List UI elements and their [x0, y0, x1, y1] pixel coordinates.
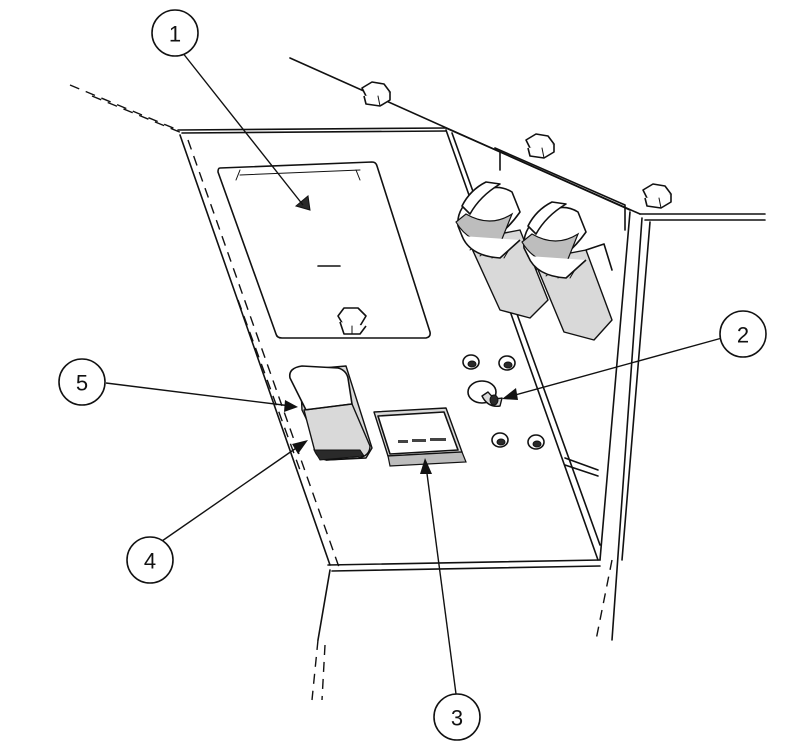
access-cover-plate [217, 161, 431, 339]
mounting-holes [462, 354, 545, 450]
callout-2: 2 [719, 310, 767, 358]
hex-bolt-icon [525, 133, 555, 159]
indicator-knob-icon [467, 380, 503, 407]
callout-2-label: 2 [737, 323, 749, 348]
leader-line-1 [181, 51, 304, 206]
hole-icon [462, 354, 480, 370]
leader-line-5 [105, 382, 292, 407]
hex-bolt-icon [361, 81, 391, 107]
callout-5-label: 5 [76, 371, 88, 396]
panel-frame [69, 57, 766, 701]
rocker-switch [288, 365, 373, 461]
arrowhead-2 [502, 388, 518, 400]
hex-bolt-icon [642, 183, 672, 209]
connector-knob-icon [521, 201, 613, 341]
callout-5: 5 [58, 358, 106, 406]
leader-line-3 [425, 465, 457, 695]
leader-line-2 [507, 337, 723, 398]
leader-line-4 [161, 443, 303, 542]
data-plate [373, 407, 467, 467]
callout-4-label: 4 [144, 549, 156, 574]
plate-text-marks [398, 438, 446, 443]
leader-lines [105, 51, 723, 695]
connector-knob-icon [455, 181, 549, 319]
arrowhead-5 [284, 400, 298, 412]
arrowhead-4 [292, 440, 308, 454]
callout-1: 1 [151, 9, 199, 57]
callout-1-label: 1 [169, 22, 181, 47]
callout-4: 4 [126, 536, 174, 584]
hole-icon [527, 434, 545, 450]
cover-hex-screw-icon [337, 307, 367, 335]
callout-3-label: 3 [451, 706, 463, 731]
hole-icon [491, 432, 509, 448]
callout-3: 3 [433, 693, 481, 741]
hole-icon [498, 355, 516, 371]
arrowhead-3 [420, 458, 432, 474]
